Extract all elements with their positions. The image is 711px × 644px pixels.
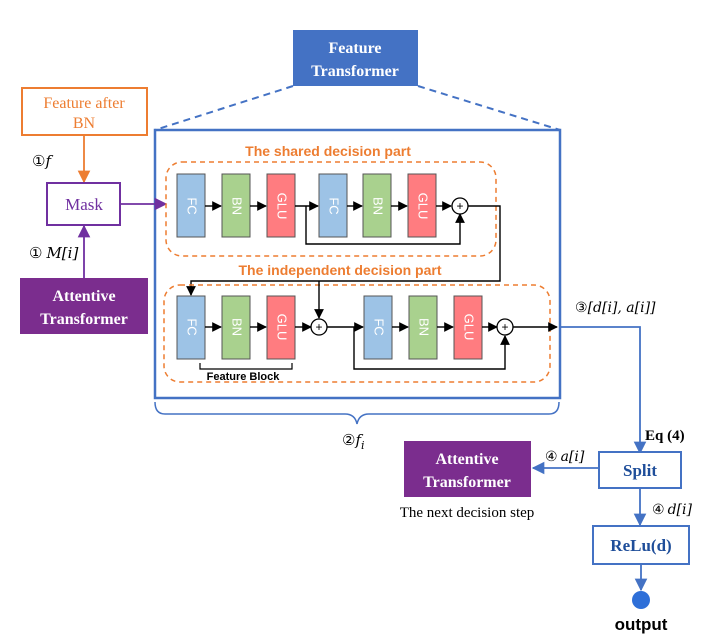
independent-row: FC BN GLU FC BN GLU + +: [176, 281, 558, 370]
shared-bn-2-label: BN: [371, 197, 386, 215]
indep-bn-1-label: BN: [230, 318, 245, 336]
shared-fc-1-label: FC: [185, 197, 200, 214]
indep-bn-2-label: BN: [417, 318, 432, 336]
shared-plus-sign: +: [456, 199, 463, 213]
zoom-line-right: [417, 85, 561, 131]
shared-part-label: The shared decision part: [245, 143, 411, 159]
split-label: Split: [623, 461, 657, 480]
independent-part-label: The independent decision part: [238, 262, 441, 278]
shared-bn-1: [221, 173, 251, 238]
indep-residual: [353, 327, 510, 370]
attentive-right-line2: Transformer: [423, 474, 511, 491]
shared-bn-1-label: BN: [230, 197, 245, 215]
indep-glu-1-label: GLU: [275, 314, 290, 341]
feature-after-bn-box: [21, 87, 148, 136]
attentive-transformer-right: [404, 441, 531, 497]
shared-row: FC BN GLU FC BN GLU +: [176, 173, 469, 245]
indep-plus-sign-2: +: [501, 320, 508, 334]
feature-transformer-title-box: [293, 30, 418, 86]
shared-glu-1-label: GLU: [275, 193, 290, 220]
step2-label: ②fi: [342, 431, 365, 452]
ft-bottom-brace: [154, 401, 560, 425]
indep-fc-2: [363, 295, 393, 360]
step1-f-label: ①f: [32, 152, 53, 170]
indep-plus-sign-1: +: [315, 320, 322, 334]
shared-glu-1: [266, 173, 296, 238]
relu-box: [592, 525, 690, 565]
output-label: output: [615, 615, 668, 634]
feature-transformer-container: [153, 128, 562, 400]
zoom-line-left: [154, 85, 294, 131]
indep-glu-2-label: GLU: [462, 314, 477, 341]
output-dot: [632, 591, 650, 609]
feature-after-bn-line2: BN: [73, 115, 96, 132]
feature-block-label: Feature Block: [207, 371, 281, 383]
shared-fc-1: [176, 173, 206, 238]
shared-glu-2: [407, 173, 437, 238]
output-to-split-line: [560, 326, 647, 455]
shared-part-region: [165, 161, 497, 257]
attentive-left-line2: Transformer: [40, 311, 128, 328]
feature-transformer-title-line2: Transformer: [311, 63, 399, 80]
feature-transformer-title-line1: Feature: [328, 40, 381, 57]
feature-block-bracket: [199, 363, 293, 370]
mask-label: Mask: [65, 195, 103, 214]
shared-residual: [305, 206, 465, 245]
indep-fc-1-label: FC: [185, 318, 200, 335]
attentive-left-line1: Attentive: [52, 288, 115, 305]
eq-label: Eq (4): [645, 428, 685, 444]
attentive-transformer-left: [20, 278, 148, 334]
next-step-label: The next decision step: [400, 505, 535, 521]
shared-fc-2-label: FC: [327, 197, 342, 214]
indep-fc-1: [176, 295, 206, 360]
relu-label: ReLu(d): [610, 536, 671, 555]
indep-fc-2-label: FC: [372, 318, 387, 335]
indep-glu-2: [453, 295, 483, 360]
indep-glu-1: [266, 295, 296, 360]
attentive-right-line1: Attentive: [435, 451, 498, 468]
feature-after-bn-line1: Feature after: [43, 95, 125, 112]
shared-glu-2-label: GLU: [416, 193, 431, 220]
step3-label: ③[d[i], a[i]]: [575, 300, 656, 316]
